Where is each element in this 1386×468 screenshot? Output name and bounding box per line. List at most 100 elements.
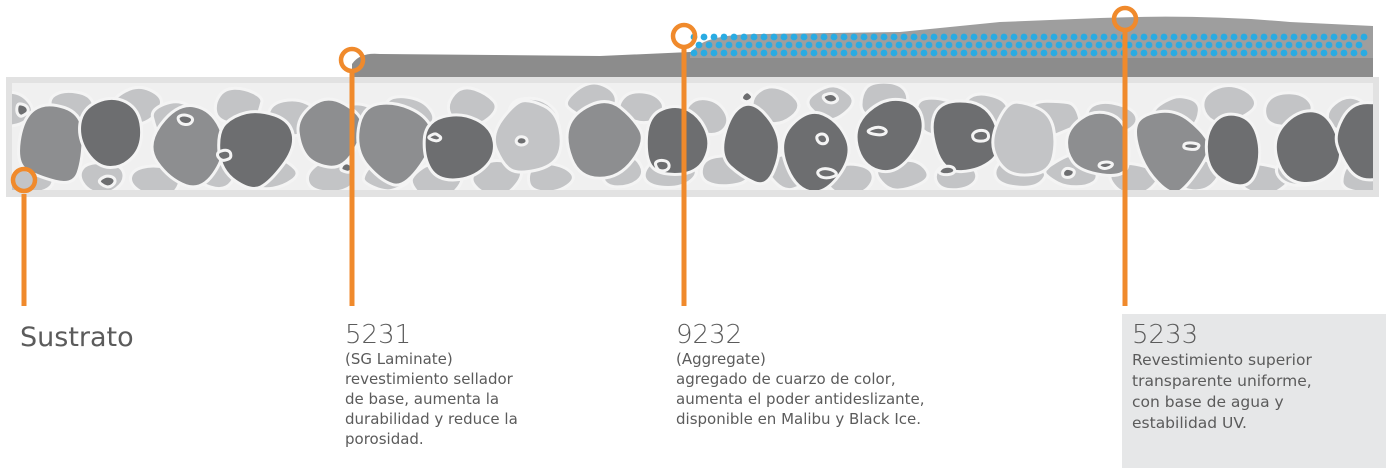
aggregate-dot [690, 49, 698, 57]
stone [17, 103, 85, 184]
aggregate-dot [1340, 33, 1348, 41]
aggregate-dot [1215, 41, 1223, 49]
aggregate-dot [1035, 41, 1043, 49]
aggregate-dot [1280, 49, 1288, 57]
stone [1204, 112, 1262, 188]
aggregate-dot [1000, 49, 1008, 57]
aggregate-dot [1190, 49, 1198, 57]
stone [644, 105, 711, 176]
aggregate-dot [1250, 49, 1258, 57]
stone [356, 101, 435, 187]
marker-circle [338, 46, 366, 74]
aggregate-dot [1290, 49, 1298, 57]
aggregate-dot [1140, 49, 1148, 57]
aggregate-dot [1100, 49, 1108, 57]
aggregate-dot [1265, 41, 1273, 49]
code-5233: 5233 [1132, 320, 1199, 350]
aggregate-dot [1065, 41, 1073, 49]
aggregate-dot [930, 49, 938, 57]
aggregate-dot [800, 33, 808, 41]
aggregate-dot [1235, 41, 1243, 49]
aggregate-dot [1140, 33, 1148, 41]
aggregate-dot [980, 49, 988, 57]
aggregate-dot [970, 33, 978, 41]
aggregate-dot [750, 33, 758, 41]
aggregate-dot [890, 49, 898, 57]
stone [971, 128, 991, 143]
aggregate-dot [1195, 41, 1203, 49]
aggregate-dot [1220, 49, 1228, 57]
aggregate-dot [1295, 41, 1303, 49]
aggregate-dot [890, 33, 898, 41]
aggregate-dot [745, 41, 753, 49]
stone [721, 102, 781, 186]
name-9232: (Aggregate) [676, 350, 766, 368]
aggregate-dot [1055, 41, 1063, 49]
aggregate-dot [765, 41, 773, 49]
stone [1061, 166, 1076, 179]
aggregate-dot [870, 49, 878, 57]
aggregate-dot [1210, 33, 1218, 41]
aggregate-dot [1160, 49, 1168, 57]
quartz-aggregate-dots [690, 33, 1368, 57]
aggregate-dot [900, 33, 908, 41]
aggregate-dot [1075, 41, 1083, 49]
label-9232: 9232 (Aggregate) agregado de cuarzo de c… [676, 320, 1036, 429]
aggregate-dot [1315, 41, 1323, 49]
aggregate-dot [760, 33, 768, 41]
aggregate-dot [770, 33, 778, 41]
aggregate-dot [1320, 49, 1328, 57]
aggregate-dot [1040, 33, 1048, 41]
aggregate-dot [1170, 33, 1178, 41]
aggregate-dot [965, 41, 973, 49]
aggregate-dot [1000, 33, 1008, 41]
aggregate-dot [1200, 33, 1208, 41]
stone [176, 113, 195, 127]
marker-circle [670, 22, 698, 50]
aggregate-dot [1170, 49, 1178, 57]
stone [492, 99, 563, 174]
callout-sustrato [10, 166, 38, 306]
aggregate-dot [1270, 33, 1278, 41]
aggregate-dot [885, 41, 893, 49]
aggregate-dot [1175, 41, 1183, 49]
aggregate-dot [1185, 41, 1193, 49]
stone [740, 90, 755, 104]
aggregate-dot [875, 41, 883, 49]
aggregate-dot [1230, 33, 1238, 41]
aggregate-dot [860, 33, 868, 41]
stone [215, 148, 233, 162]
aggregate-dot [720, 49, 728, 57]
aggregate-dot [1070, 49, 1078, 57]
aggregate-dot [1350, 33, 1358, 41]
aggregate-dot [1260, 33, 1268, 41]
aggregate-dot [755, 41, 763, 49]
aggregate-dot [1130, 33, 1138, 41]
aggregate-dot [815, 41, 823, 49]
aggregate-dot [820, 33, 828, 41]
stone [565, 100, 644, 180]
stone [78, 96, 144, 170]
aggregate-dot [1275, 41, 1283, 49]
stone [937, 164, 957, 177]
aggregate-dot [840, 33, 848, 41]
callout-5231 [338, 46, 366, 306]
aggregate-dot [1105, 41, 1113, 49]
code-9232: 9232 [676, 320, 743, 350]
aggregate-dot [1330, 49, 1338, 57]
description-5233: Revestimiento superior transparente unif… [1132, 351, 1312, 432]
label-5233-box: 5233 Revestimiento superior transparente… [1122, 314, 1386, 468]
aggregate-dot [950, 33, 958, 41]
aggregate-dot [760, 49, 768, 57]
aggregate-dot [1340, 49, 1348, 57]
aggregate-dot [1080, 33, 1088, 41]
aggregate-dot [1220, 33, 1228, 41]
aggregate-dot [785, 41, 793, 49]
stone [991, 100, 1057, 177]
aggregate-dot [1360, 33, 1368, 41]
aggregate-dot [705, 41, 713, 49]
aggregate-dot [995, 41, 1003, 49]
aggregate-dot [895, 41, 903, 49]
stone [1097, 160, 1114, 170]
aggregate-dot [740, 33, 748, 41]
